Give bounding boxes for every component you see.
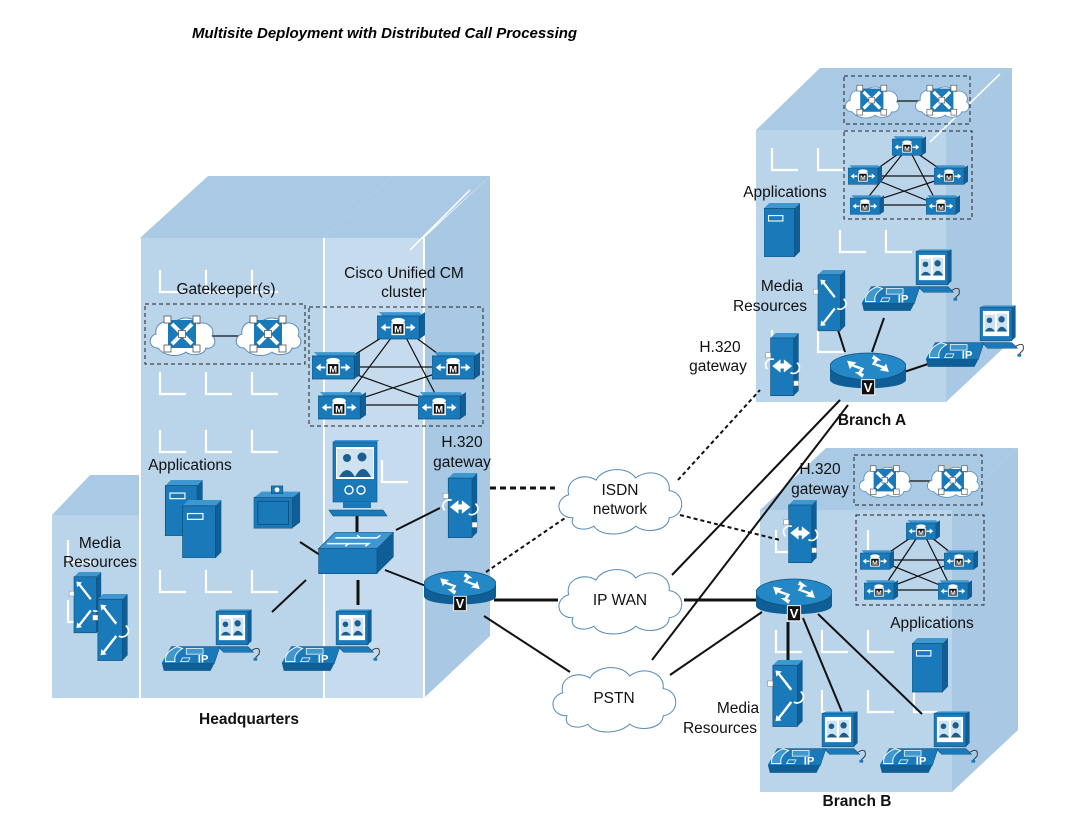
pstn-brancha-router-link (651, 404, 849, 661)
isdn-brancha-gateway-link (677, 389, 761, 481)
diagram-title: Multisite Deployment with Distributed Ca… (192, 25, 577, 42)
svg-text:Applications: Applications (148, 457, 232, 474)
svg-text:Cisco Unified CM: Cisco Unified CM (344, 265, 464, 282)
cm-server-icon (926, 195, 960, 215)
hq-cm-cluster: Cisco Unified CM cluster (308, 265, 484, 427)
hq-site-label: Headquarters (199, 711, 299, 728)
media-resource-icon (91, 594, 130, 662)
branchb-applications-label: Applications (890, 615, 974, 632)
cm-server-icon (850, 195, 884, 215)
brancha-cm-cluster (843, 130, 973, 220)
brancha-media-label: Resources (733, 298, 807, 315)
brancha-gateway-label: gateway (689, 358, 747, 375)
hq-router-isdn-link (485, 517, 566, 573)
branchb-media-resource-icon (766, 660, 805, 728)
branchb-site-label: Branch B (823, 793, 892, 810)
isdn-network-cloud: ISDN network (558, 469, 683, 535)
hq-video-camera-icon (253, 485, 301, 529)
branchb-application-server-icon (912, 637, 948, 693)
cm-server-icon (860, 550, 894, 570)
cm-server-icon (377, 312, 425, 340)
branchb-gatekeeper-group (853, 454, 983, 506)
wan-links (483, 389, 849, 676)
application-server-icon (182, 500, 222, 558)
cm-server-icon (312, 352, 360, 380)
svg-text:Gatekeeper(s): Gatekeeper(s) (176, 281, 275, 298)
svg-text:gateway: gateway (433, 454, 491, 471)
ip-wan-cloud: IP WAN (558, 569, 683, 635)
svg-text:PSTN: PSTN (593, 690, 634, 707)
svg-text:cluster: cluster (381, 284, 427, 301)
branchb-gateway-label: H.320 (799, 461, 841, 478)
gateway-icon (442, 473, 479, 539)
brancha-gateway-icon (764, 333, 801, 397)
hq-switch-icon (317, 532, 395, 575)
svg-text:Media: Media (79, 535, 122, 552)
brancha-gatekeeper-group (843, 75, 971, 125)
brancha-media-resource-icon (812, 270, 847, 332)
svg-text:H.320: H.320 (441, 434, 483, 451)
brancha-applications-label: Applications (743, 184, 827, 201)
cm-server-icon (848, 165, 882, 185)
cm-server-icon (944, 550, 978, 570)
brancha-application-server-icon (764, 203, 800, 257)
cm-server-icon (934, 165, 968, 185)
svg-text:IP WAN: IP WAN (593, 592, 647, 609)
svg-text:Resources: Resources (63, 554, 137, 571)
branchb-media-label: Media (717, 700, 760, 717)
pstn-cloud: PSTN (552, 667, 677, 733)
pstn-branchb-router-link (669, 611, 763, 676)
brancha-media-label: Media (761, 278, 804, 295)
branchb-gateway-label: gateway (791, 481, 849, 498)
hq-gatekeeper-group: Gatekeeper(s) (144, 281, 306, 365)
hq-media-resources: Media Resources (63, 535, 137, 662)
cm-server-icon (432, 352, 480, 380)
cm-server-icon (418, 392, 466, 420)
brancha-gateway-label: H.320 (699, 339, 741, 356)
isdn-branchb-gateway-link (679, 514, 781, 541)
cm-server-icon (318, 392, 366, 420)
brancha-site-label: Branch A (838, 412, 906, 429)
hq-router-pstn-link (483, 615, 571, 673)
branchb-media-label: Resources (683, 720, 757, 737)
svg-text:network: network (593, 501, 648, 518)
branchb-lan-links (786, 613, 923, 715)
media-resource-icon (68, 572, 103, 634)
cm-server-icon (906, 520, 940, 540)
hq-lan-links (271, 507, 441, 613)
branchb-gateway-icon (782, 500, 819, 564)
branchb-cm-cluster (855, 514, 985, 606)
cm-server-icon (938, 580, 972, 600)
svg-text:ISDN: ISDN (601, 482, 638, 499)
hq-applications: Applications (148, 457, 232, 558)
cm-server-icon (864, 580, 898, 600)
ipwan-brancha-router-link (671, 399, 841, 576)
hq-h320-gateway: H.320 gateway (433, 434, 491, 539)
cm-server-icon (892, 136, 926, 156)
